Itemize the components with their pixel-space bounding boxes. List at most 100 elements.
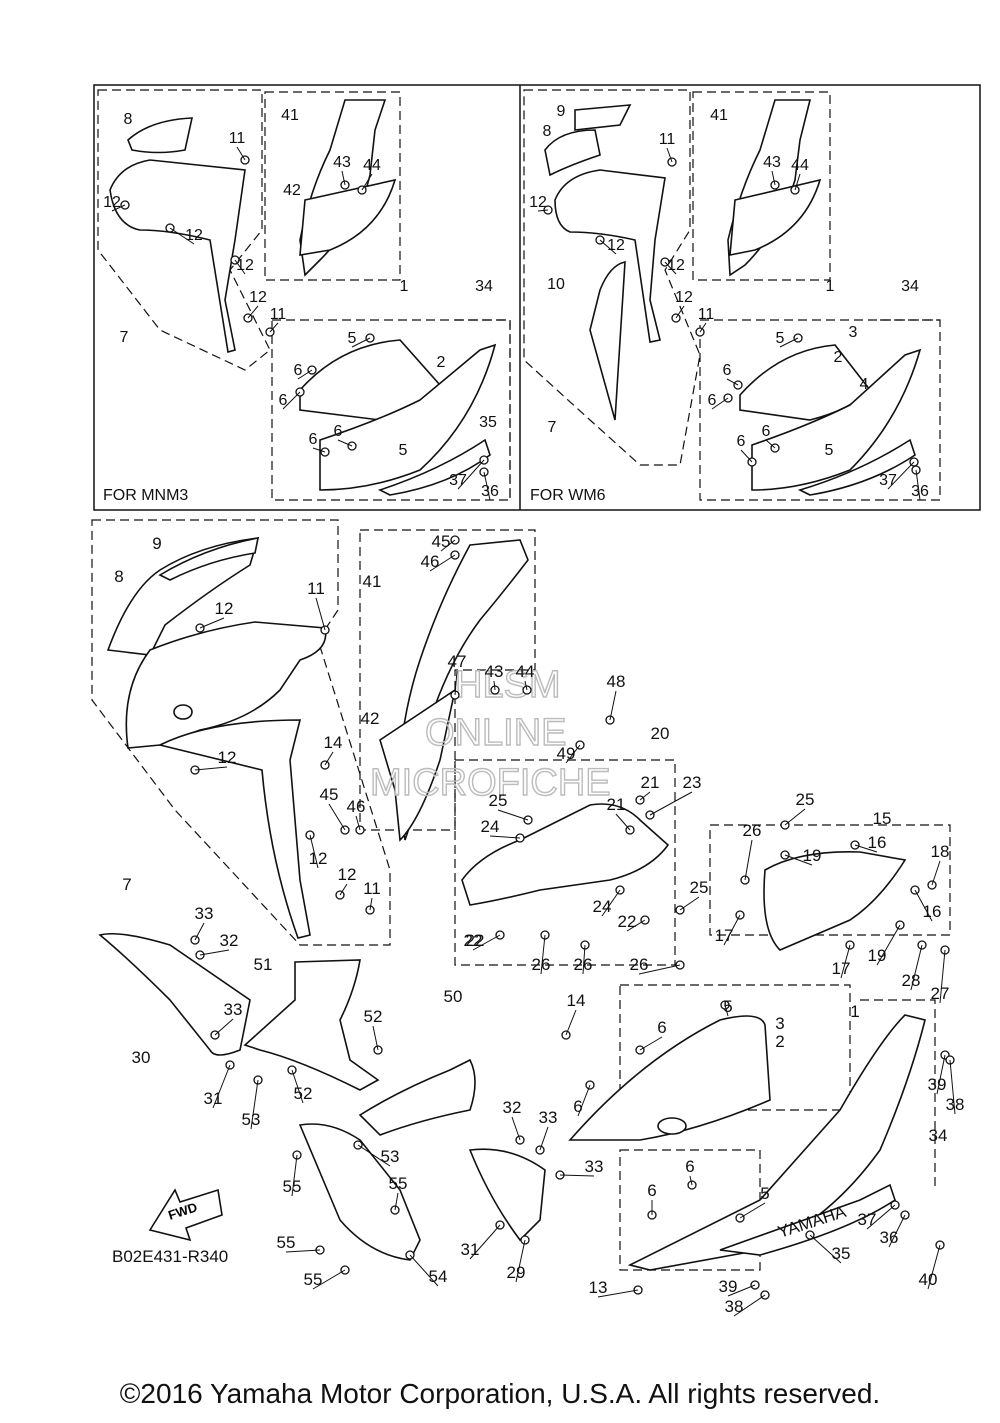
- main-view: YAMAHA FWD B02E431-R340 HLSM ONLINE MICR…: [91, 519, 951, 1271]
- wm6-callout: 7: [548, 419, 557, 436]
- mnm3-callout: 6: [334, 423, 343, 440]
- mnm3-callout: 8: [124, 111, 133, 128]
- main-callout: 29: [507, 1263, 526, 1282]
- main-callout: 17: [832, 959, 851, 978]
- main-callout: 46: [421, 552, 440, 571]
- watermark-line-3: MICROFICHE: [370, 762, 611, 804]
- main-callout: 34: [929, 1126, 948, 1145]
- upper-cowl-shape: [109, 159, 246, 354]
- wm6-callout: 6: [762, 423, 771, 440]
- main-callout: 27: [931, 984, 950, 1003]
- main-callout: 21: [607, 795, 626, 814]
- wm6-callout: 6: [723, 362, 732, 379]
- mnm3-callout: 35: [479, 414, 497, 431]
- main-callout: 36: [880, 1228, 899, 1247]
- lower-panel-29: [468, 1148, 546, 1242]
- main-callout: 39: [928, 1075, 947, 1094]
- main-callout: 33: [539, 1108, 558, 1127]
- mnm3-callout: 11: [229, 130, 246, 147]
- main-callout: 5: [760, 1184, 769, 1203]
- main-callout: 31: [204, 1089, 223, 1108]
- wm6-callout: 9: [557, 103, 566, 120]
- main-callout: 18: [931, 842, 950, 861]
- main-callout: 32: [503, 1098, 522, 1117]
- main-callout: 26: [630, 955, 649, 974]
- main-callout: 26: [532, 955, 551, 974]
- wm6-callout: 34: [901, 278, 919, 295]
- watermark: HLSM ONLINE MICROFICHE: [369, 663, 611, 804]
- wm6-callout: 12: [675, 289, 693, 306]
- mnm3-callout: 12: [236, 257, 254, 274]
- main-callout: 5: [723, 997, 732, 1016]
- main-callout: 51: [254, 955, 273, 974]
- wm6-callout: 8: [543, 123, 552, 140]
- main-callout: 49: [557, 744, 576, 763]
- windscreen-shape: [127, 117, 194, 154]
- main-callout: 52: [364, 1007, 383, 1026]
- main-callout: 25: [489, 791, 508, 810]
- main-callout: 38: [725, 1297, 744, 1316]
- main-callout: 16: [923, 902, 942, 921]
- main-callout: 11: [307, 579, 325, 598]
- main-callout: 19: [803, 846, 822, 865]
- lower-panel-30: [98, 932, 251, 1056]
- mnm3-callout: 37: [449, 472, 467, 489]
- main-callout: 6: [685, 1157, 694, 1176]
- mnm3-callout: 43: [333, 154, 351, 171]
- main-callout: 2: [775, 1032, 784, 1051]
- wm6-callout: 5: [825, 442, 834, 459]
- duct-left-shape: [461, 803, 670, 906]
- main-callout: 38: [946, 1095, 965, 1114]
- wm6-callout: 1: [826, 278, 835, 295]
- wm6-callout: 43: [763, 154, 781, 171]
- mnm3-callout: 1: [400, 278, 409, 295]
- main-callout: 35: [832, 1244, 851, 1263]
- main-callout: 24: [481, 817, 500, 836]
- main-callout: 6: [573, 1097, 582, 1116]
- main-callout: 14: [567, 991, 586, 1010]
- mnm3-callout: 34: [475, 278, 493, 295]
- side-cowl-lower: [627, 1014, 926, 1271]
- main-callout: 22: [464, 931, 483, 950]
- mnm3-callout: 5: [348, 330, 357, 347]
- main-callout: 24: [593, 897, 612, 916]
- main-callout: 45: [432, 532, 451, 551]
- duct-right-shape: [763, 851, 907, 951]
- main-callout: 11: [363, 879, 381, 898]
- main-callout: 23: [683, 773, 702, 792]
- main-callout: 46: [347, 797, 366, 816]
- wm6-callout: 44: [791, 157, 809, 174]
- main-callout: 12: [218, 748, 237, 767]
- main-callout: 17: [715, 926, 734, 945]
- mnm3-callout: 41: [281, 107, 299, 124]
- main-callout: 3: [775, 1014, 784, 1033]
- main-callout: 26: [574, 955, 593, 974]
- main-callout: 54: [429, 1267, 448, 1286]
- main-callout: 19: [868, 946, 887, 965]
- copyright-notice: ©2016 Yamaha Motor Corporation, U.S.A. A…: [119, 1378, 881, 1409]
- wm6-callout: 12: [607, 237, 625, 254]
- main-callout: 12: [309, 849, 328, 868]
- main-callout: 6: [647, 1181, 656, 1200]
- wm6-callout: 12: [529, 194, 547, 211]
- windscreen-main: [106, 537, 260, 656]
- wm6-callout: 2: [834, 349, 843, 366]
- main-callout: 28: [902, 971, 921, 990]
- wm6-callout: 11: [659, 131, 676, 148]
- inset-caption-mnm3: FOR MNM3: [103, 487, 188, 504]
- inner-panel-51: [243, 959, 380, 1091]
- main-callout: 7: [122, 875, 131, 894]
- watermark-line-1: HLSM: [455, 664, 561, 706]
- fwd-arrow-icon: FWD: [148, 1188, 223, 1242]
- main-callout: 55: [283, 1177, 302, 1196]
- main-callout: 48: [607, 672, 626, 691]
- wm6-callout: 12: [667, 257, 685, 274]
- main-callout: 52: [294, 1084, 313, 1103]
- main-callout: 22: [466, 931, 485, 950]
- main-callout: 55: [389, 1174, 408, 1193]
- wm6-callout: 6: [737, 433, 746, 450]
- wm6-callout: 11: [698, 306, 715, 323]
- main-callout: 41: [363, 572, 382, 591]
